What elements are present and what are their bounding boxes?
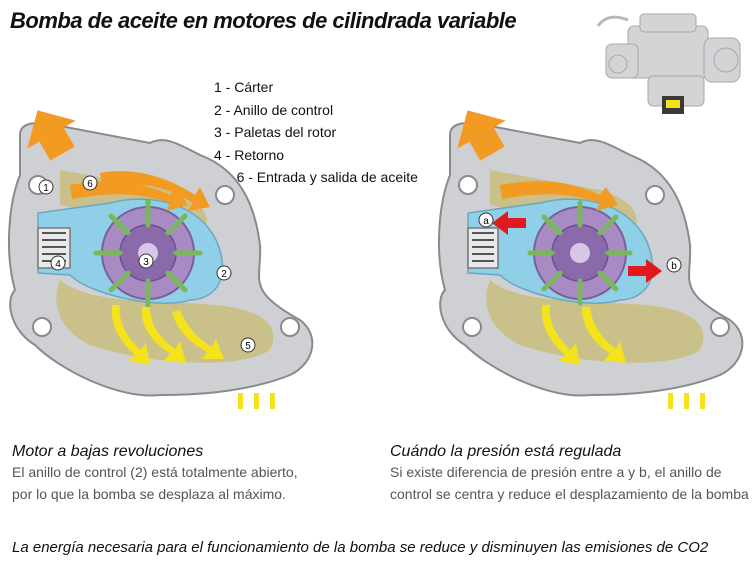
oil-outlet-flow: [457, 110, 618, 211]
oil-inlet-flow: [111, 305, 275, 409]
caption-line: Si existe diferencia de presión entre a …: [390, 464, 722, 480]
marker-5: 5: [245, 341, 251, 352]
caption-heading: Cuándo la presión está regulada: [390, 443, 622, 460]
pump-markers: 1 2 3 4 5 6: [38, 175, 256, 353]
oil-inlet-flow: [541, 305, 705, 409]
inlet-chamber: [486, 280, 704, 363]
pump-diagram-regulated: a b: [438, 110, 744, 409]
caption-low-rpm: Motor a bajas revoluciones El anillo de …: [12, 443, 372, 505]
rotor-vanes: [527, 200, 633, 306]
marker-2: 2: [221, 269, 227, 280]
marker-4: 4: [55, 259, 61, 270]
legend-item-inlet-outlet: 5 y 6 - Entrada y salida de aceite: [214, 169, 418, 185]
legend: 1 - Cárter 2 - Anillo de control 3 - Pal…: [214, 76, 418, 189]
marker-6: 6: [87, 179, 93, 190]
pump-diagram-low-rpm: 1 2 3 4 5 6: [8, 110, 314, 409]
pressure-arrows: [492, 211, 662, 283]
caption-heading: Motor a bajas revoluciones: [12, 443, 204, 460]
caption-regulated: Cuándo la presión está regulada Si exist…: [390, 443, 756, 505]
footer-note: La energía necesaria para el funcionamie…: [12, 539, 709, 556]
oil-outlet-flow: [27, 110, 210, 211]
marker-3: 3: [143, 257, 149, 268]
legend-item-control-ring: 2 - Anillo de control: [214, 101, 334, 118]
legend-item-rotor-vanes: 3 - Paletas del rotor: [214, 124, 337, 140]
rotor-vanes: [93, 198, 203, 308]
marker-a: a: [483, 216, 489, 227]
pressure-markers: a b: [478, 212, 682, 273]
engine-thumbnail: [596, 13, 741, 114]
caption-line: El anillo de control (2) está totalmente…: [12, 464, 298, 480]
inlet-chamber: [56, 280, 274, 363]
legend-item-carter: 1 - Cárter: [214, 79, 274, 95]
legend-item-return: 4 - Retorno: [214, 146, 285, 163]
caption-line: control se centra y reduce el desplazami…: [390, 486, 749, 502]
page-title: Bomba de aceite en motores de cilindrada…: [10, 8, 517, 33]
caption-line: por lo que la bomba se desplaza al máxim…: [12, 486, 286, 502]
marker-1: 1: [43, 183, 49, 194]
marker-b: b: [671, 261, 677, 272]
